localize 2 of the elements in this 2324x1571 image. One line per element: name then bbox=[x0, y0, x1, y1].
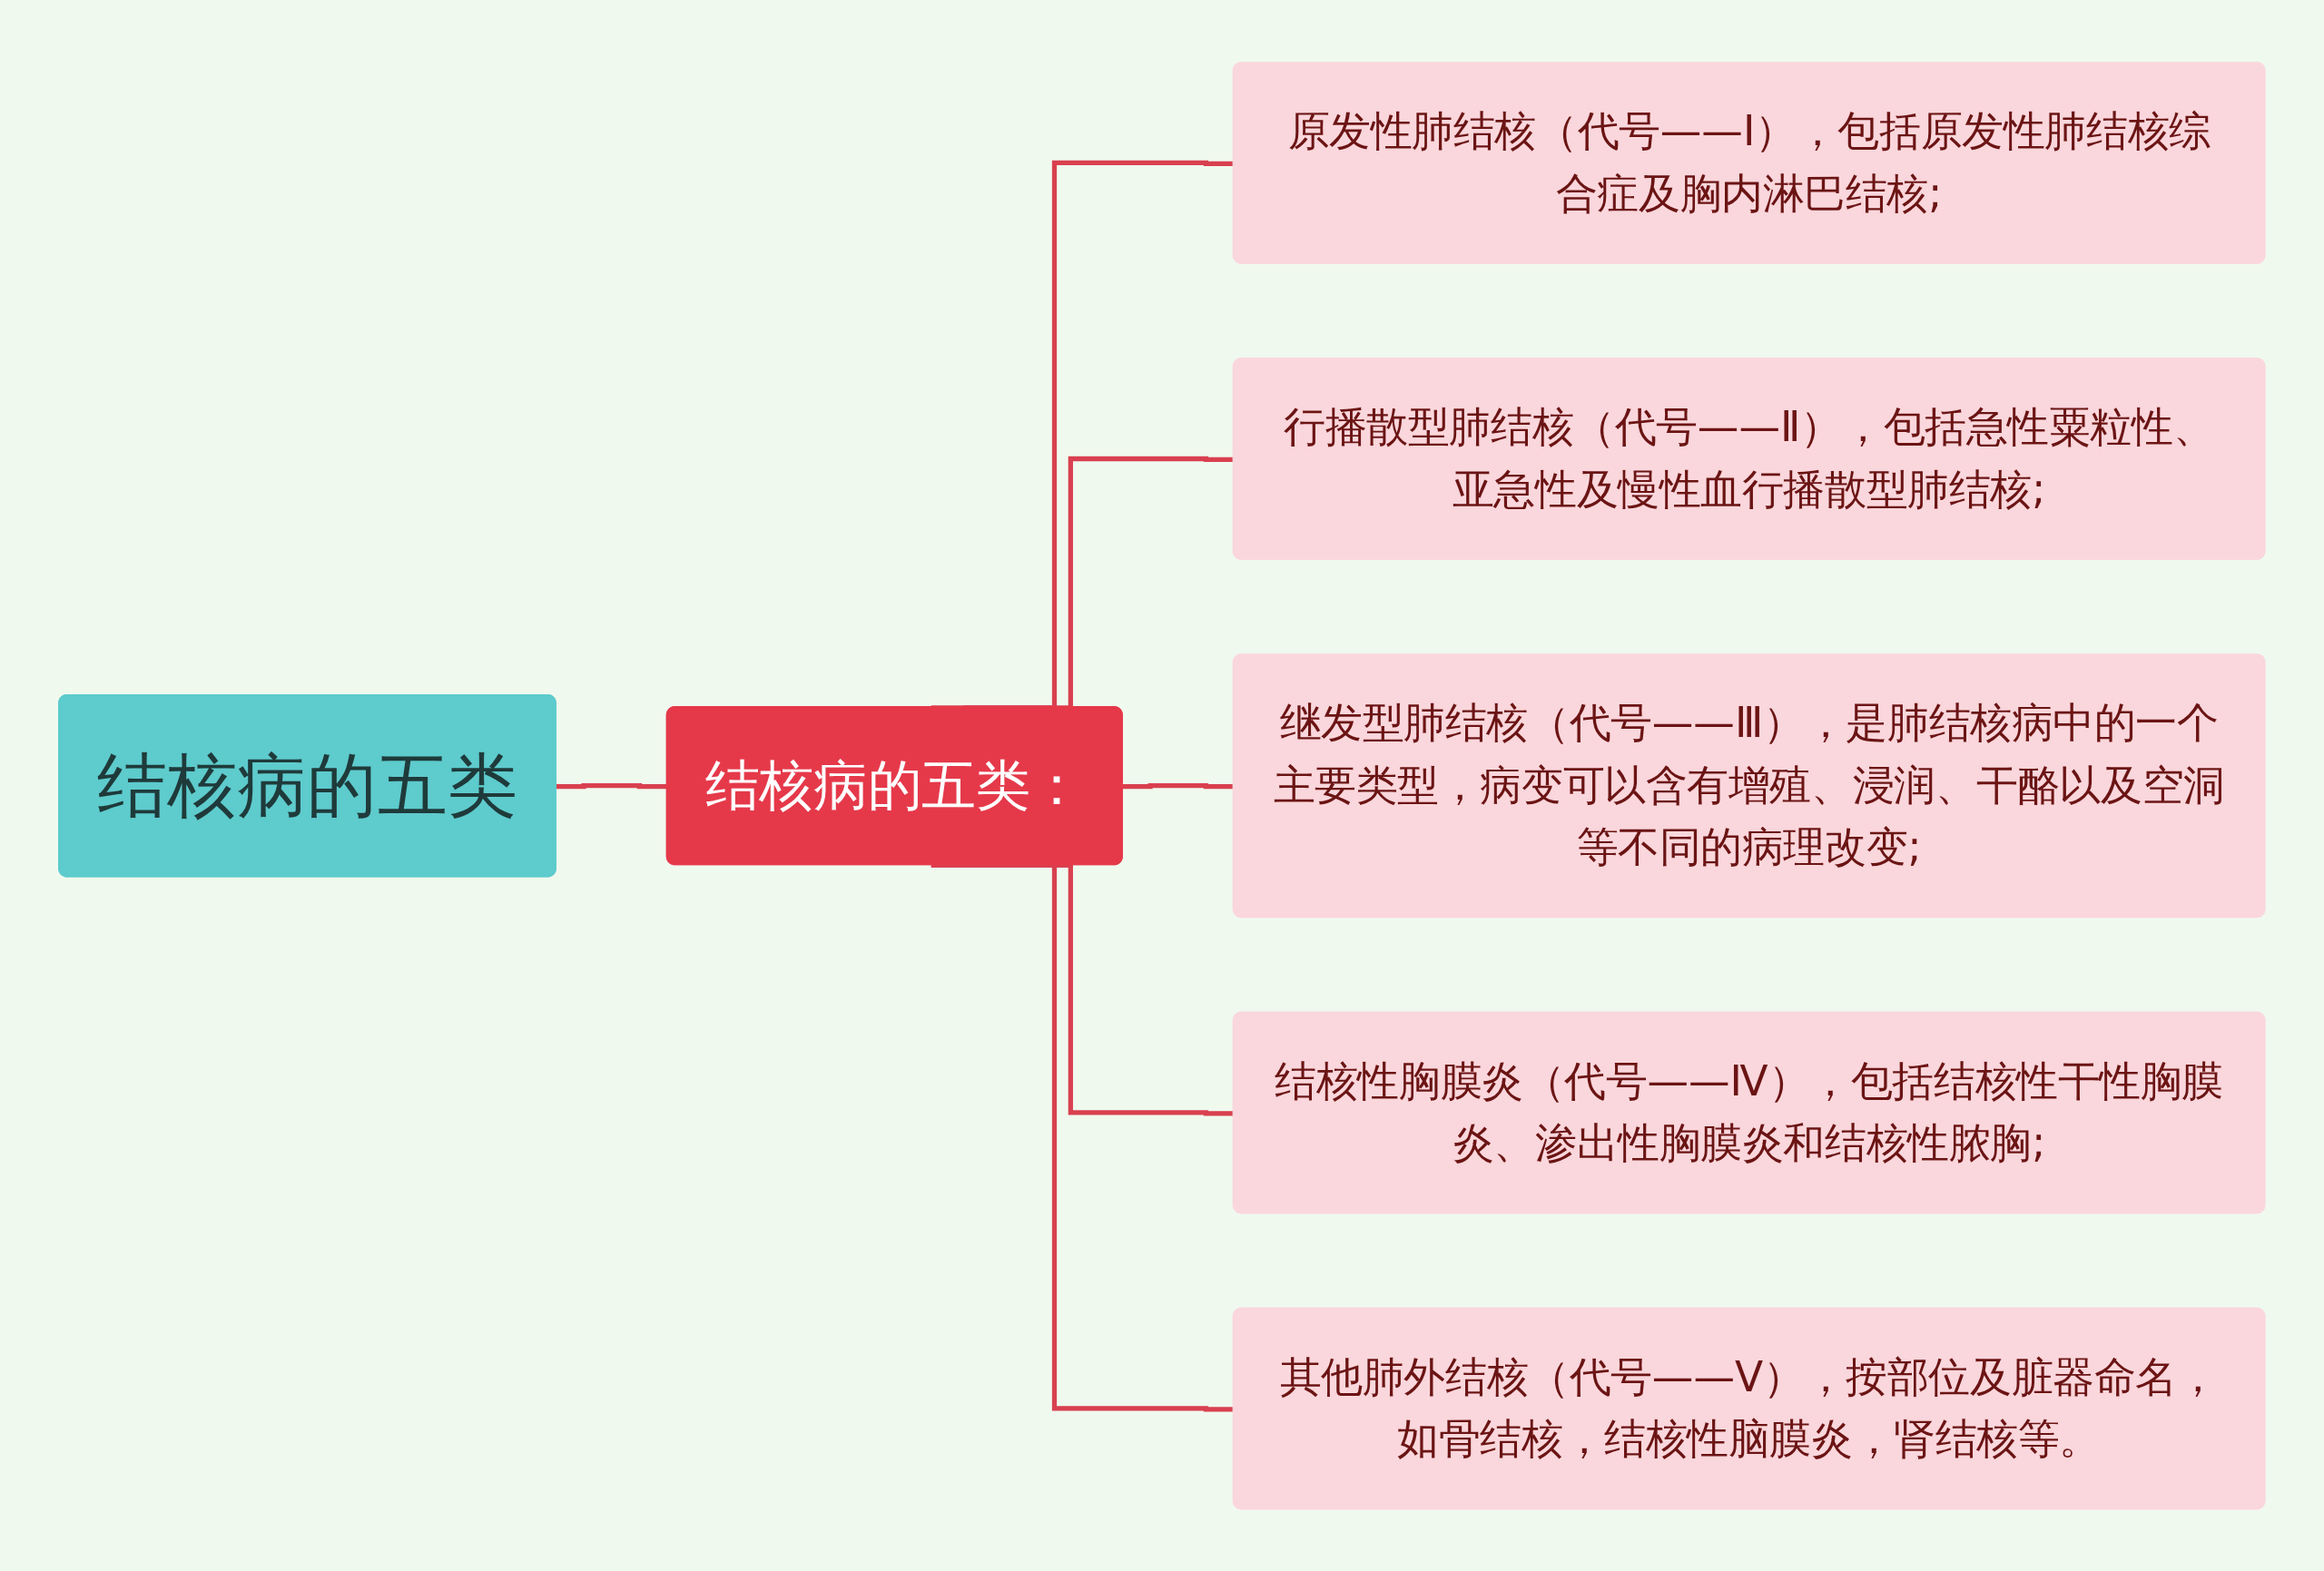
connector bbox=[556, 782, 668, 789]
connector bbox=[1123, 782, 1235, 789]
